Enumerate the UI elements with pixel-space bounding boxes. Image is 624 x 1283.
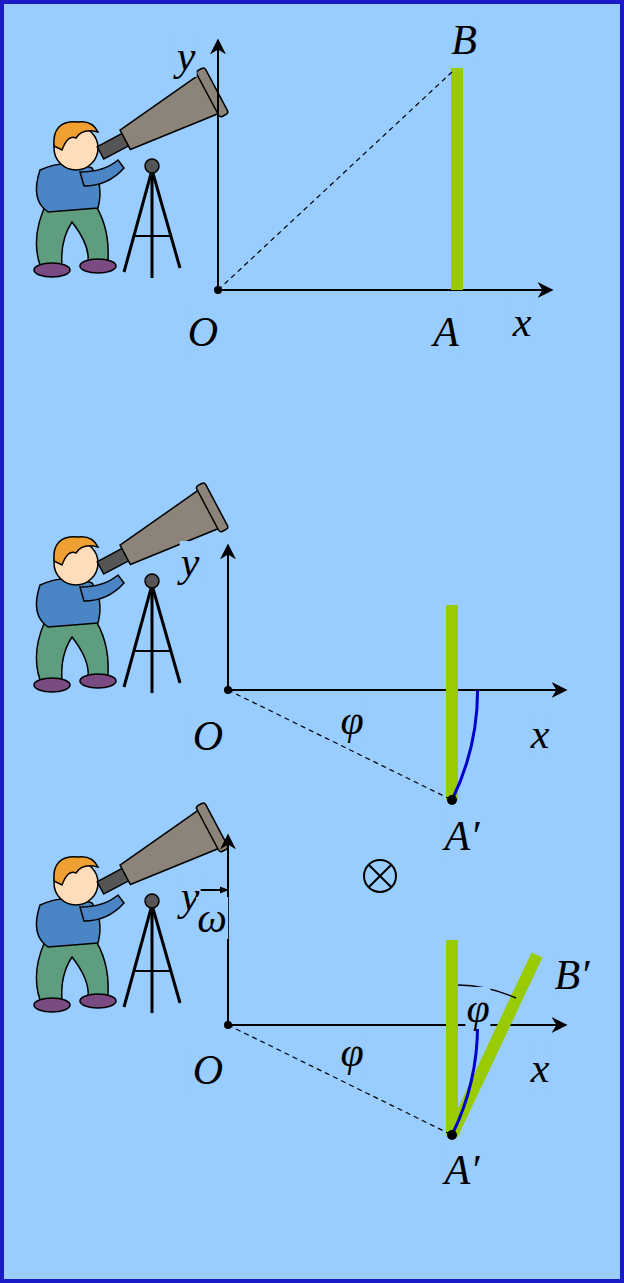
point-label: A′ <box>444 815 481 857</box>
vector-arrow <box>196 889 228 891</box>
angle-label: φ <box>339 699 364 741</box>
boy-telescope <box>34 482 229 693</box>
origin-label: O <box>187 311 219 353</box>
boy-telescope <box>34 802 229 1013</box>
origin-label: O <box>192 1049 224 1091</box>
boy-telescope <box>34 67 229 278</box>
panel-1 <box>214 40 552 294</box>
point-label: A <box>432 311 460 353</box>
point-label: B <box>450 19 478 61</box>
axis-label: x <box>512 301 533 343</box>
point-label: A′ <box>444 1149 481 1191</box>
axis-label: x <box>530 713 551 755</box>
into-page-symbol <box>364 860 396 892</box>
axis-label: y <box>180 541 201 583</box>
panel-2 <box>224 545 566 805</box>
panel-3 <box>196 835 566 1140</box>
point-label: B′ <box>554 954 591 996</box>
axis-label: y <box>176 35 197 77</box>
axis-label: x <box>530 1047 551 1089</box>
angle-label: φ <box>465 987 490 1029</box>
vector-label: ω <box>196 897 228 939</box>
angle-label: φ <box>339 1031 364 1073</box>
origin-label: O <box>192 715 224 757</box>
